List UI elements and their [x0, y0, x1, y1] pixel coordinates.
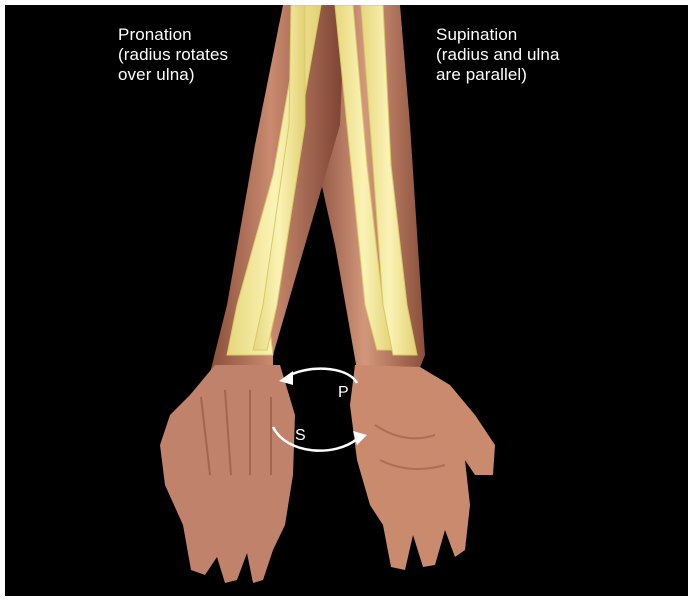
supination-arrow-label: S — [295, 428, 306, 444]
figure-frame: Pronation (radius rotates over ulna) Sup… — [5, 5, 688, 596]
pronation-label: Pronation (radius rotates over ulna) — [118, 25, 228, 85]
forearm-illustration — [5, 5, 688, 596]
supination-label: Supination (radius and ulna are parallel… — [436, 25, 560, 85]
pronation-arrow-label: P — [338, 385, 349, 401]
supinated-hand — [350, 365, 495, 570]
pronated-hand — [160, 365, 295, 583]
pronation-arrow — [287, 369, 357, 383]
